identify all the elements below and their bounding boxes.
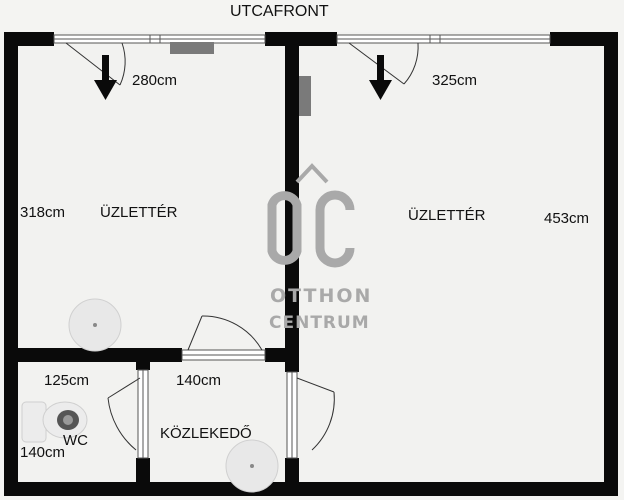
- street-label: UTCAFRONT: [230, 3, 329, 20]
- toilet-icon: [21, 401, 88, 443]
- radiator-top: [170, 42, 214, 54]
- entrance-door-left: [65, 42, 126, 86]
- dimension-height-wc: 140cm: [20, 444, 66, 461]
- watermark-line1: OTTHON: [270, 285, 373, 307]
- entrance-arrow-left-icon: [94, 55, 117, 100]
- door-shop-corridor: [181, 315, 266, 361]
- dimension-width-shop-right: 325cm: [432, 72, 478, 89]
- watermark-logo-icon: [267, 163, 355, 268]
- watermark-line2: CENTRUM: [269, 313, 370, 333]
- room-label-shop-right: ÜZLETTÉR: [408, 207, 486, 224]
- floor-drain-shop: [68, 298, 122, 352]
- window-left: [53, 34, 266, 44]
- dimension-width-shop-left: 280cm: [132, 72, 178, 89]
- floor-drain-corridor: [225, 439, 279, 493]
- room-label-shop-left: ÜZLETTÉR: [100, 204, 178, 221]
- room-label-wc: WC: [63, 432, 88, 449]
- room-label-corridor: KÖZLEKEDŐ: [160, 425, 252, 442]
- entrance-arrow-right-icon: [369, 55, 392, 100]
- window-right: [336, 34, 551, 44]
- dimension-width-wc: 125cm: [44, 372, 90, 389]
- door-corridor-shop: [286, 371, 335, 459]
- door-wc: [107, 369, 149, 459]
- dimension-height-shop-right: 453cm: [544, 210, 590, 227]
- radiator-side: [299, 76, 311, 116]
- walls: [4, 32, 618, 496]
- dimension-height-shop-left: 318cm: [20, 204, 66, 221]
- entrance-door-right: [348, 42, 419, 85]
- dimension-width-corridor: 140cm: [176, 372, 222, 389]
